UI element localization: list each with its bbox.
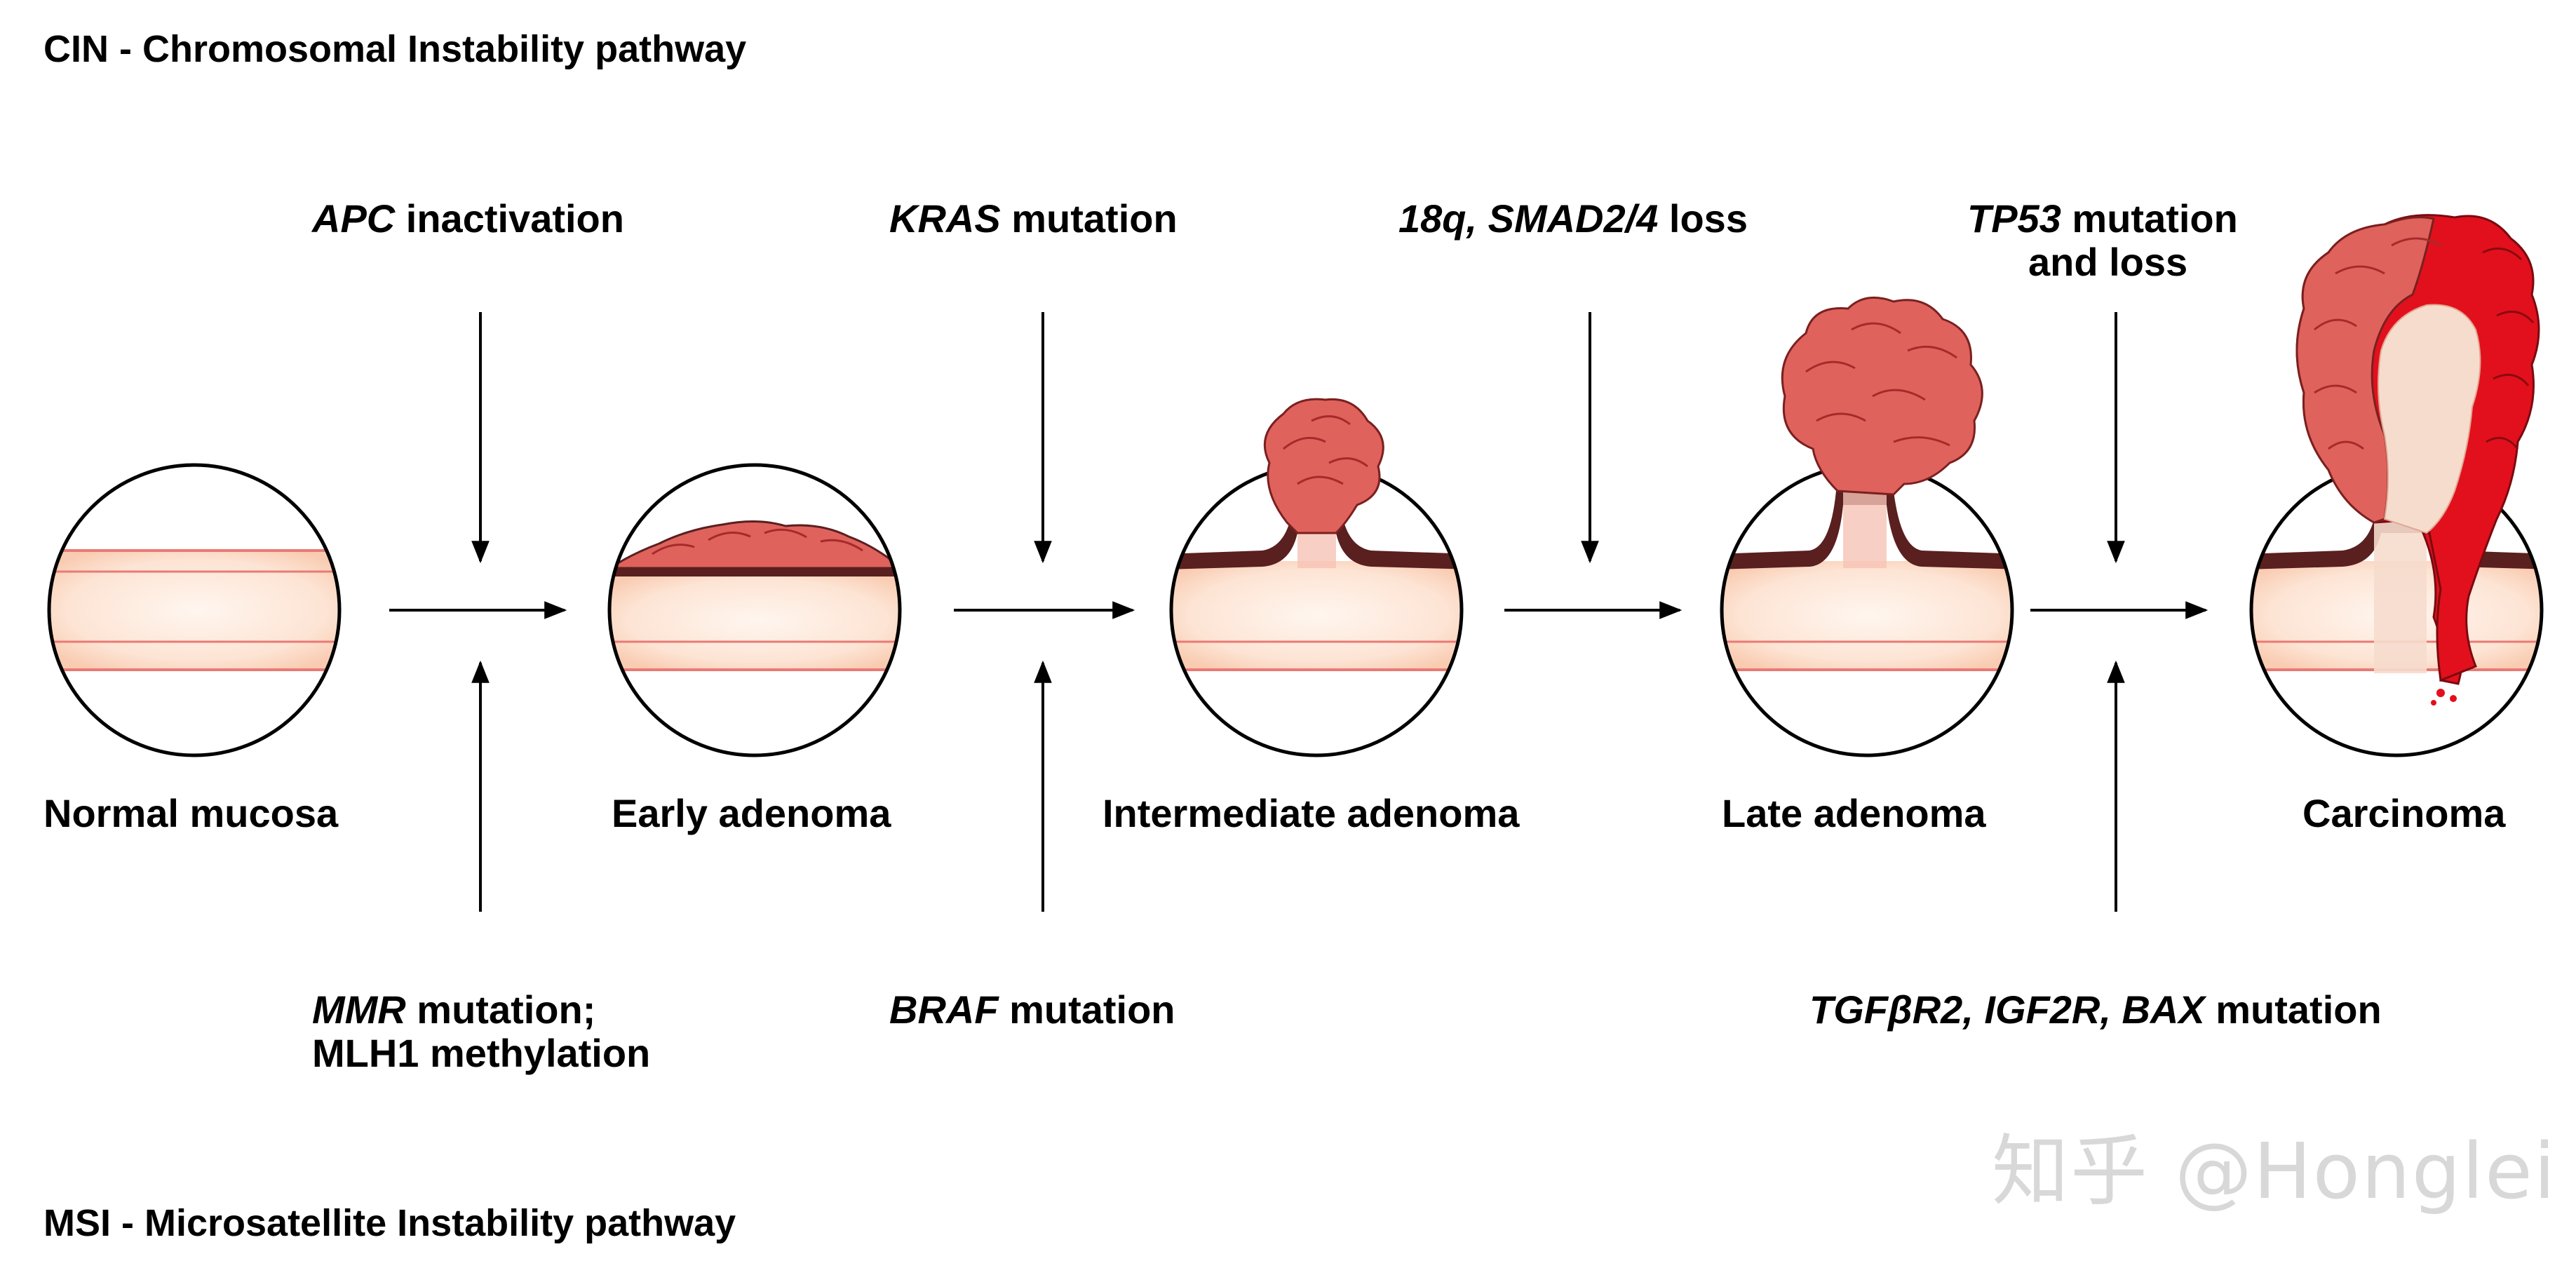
stage-label-carcinoma: Carcinoma	[2302, 791, 2506, 835]
stage-label-late-adenoma: Late adenoma	[1722, 791, 1986, 835]
event-text: mutation	[998, 987, 1175, 1032]
msi-event-mmr: MMR mutation;	[312, 987, 595, 1032]
gene-name: 18q, SMAD2/4	[1398, 196, 1659, 241]
gene-name: TP53	[1967, 196, 2061, 241]
stage-label-intermediate-adenoma: Intermediate adenoma	[1102, 791, 1520, 835]
gene-name: TGFβR2, IGF2R, BAX	[1809, 987, 2205, 1032]
gene-name: BRAF	[889, 987, 999, 1032]
cin-event-tp53-line2: and loss	[2028, 240, 2188, 284]
gene-name: KRAS	[889, 196, 1001, 241]
event-text: mutation	[1000, 196, 1178, 241]
cin-pathway-title: CIN - Chromosomal Instability pathway	[43, 28, 747, 70]
event-text: mutation	[2204, 987, 2382, 1032]
gene-name: APC	[312, 196, 396, 241]
late-adenoma-illustration	[1720, 296, 2014, 757]
cin-event-smad: 18q, SMAD2/4 loss	[1398, 196, 1748, 241]
cin-event-tp53: TP53 mutation	[1967, 196, 2238, 241]
event-text: mutation	[2061, 196, 2238, 241]
early-adenoma-illustration	[607, 463, 902, 757]
event-text: mutation;	[405, 987, 596, 1032]
gene-name: MMR	[312, 987, 406, 1032]
event-text: inactivation	[395, 196, 624, 241]
cin-event-kras: KRAS mutation	[889, 196, 1178, 241]
stage-label-early-adenoma: Early adenoma	[612, 791, 891, 835]
normal-mucosa-illustration	[47, 463, 342, 757]
stage-label-normal-mucosa: Normal mucosa	[43, 791, 339, 835]
msi-event-braf: BRAF mutation	[889, 987, 1175, 1032]
watermark: 知乎 @Honglei	[1992, 1126, 2557, 1216]
cin-event-apc: APC inactivation	[312, 196, 624, 241]
carcinoma-illustration	[2249, 214, 2544, 757]
event-text: loss	[1658, 196, 1748, 241]
intermediate-adenoma-illustration	[1169, 398, 1464, 757]
msi-event-tgfbr2: TGFβR2, IGF2R, BAX mutation	[1809, 987, 2382, 1032]
msi-pathway-title: MSI - Microsatellite Instability pathway	[43, 1202, 736, 1244]
msi-event-mlh1: MLH1 methylation	[312, 1031, 651, 1075]
